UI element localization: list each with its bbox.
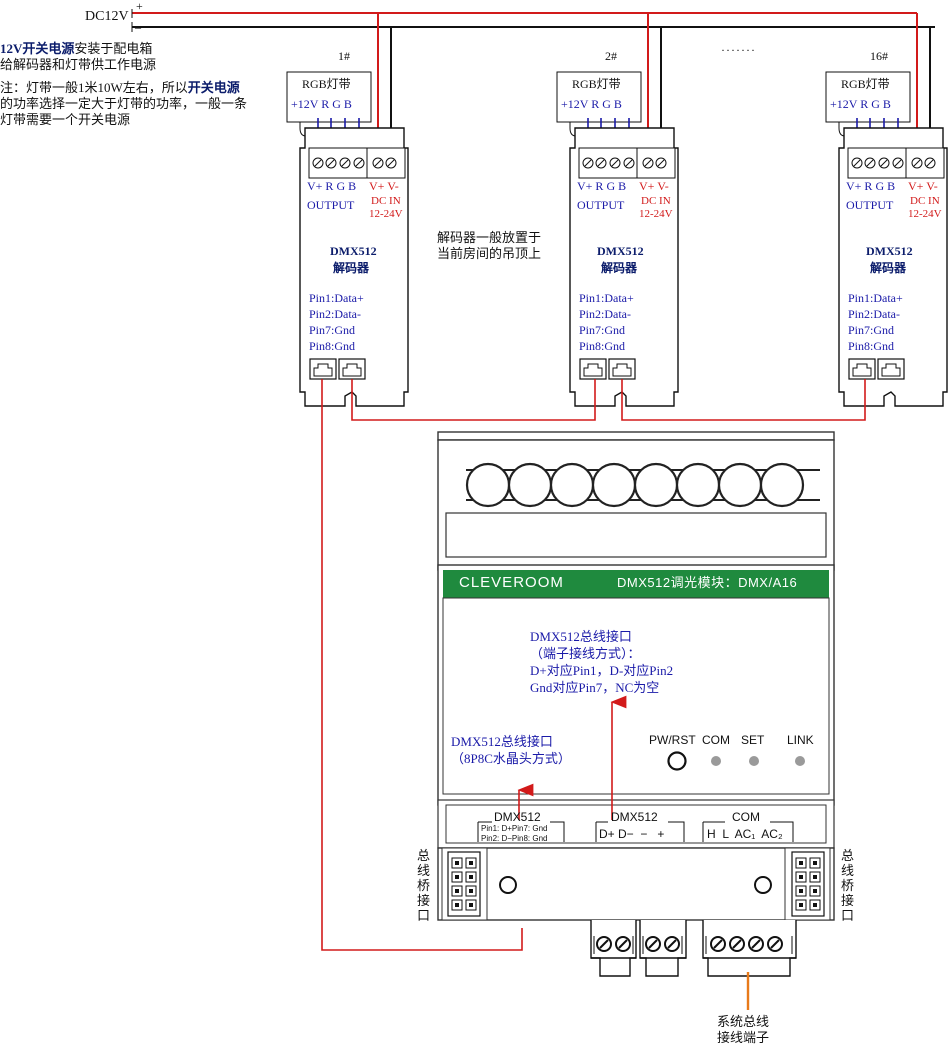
terminal-note-line2: 接线端子 [717,1030,770,1045]
rj-note-line2: （8P8C水晶头方式） [451,751,571,766]
power-note2-line3: 灯带需要一个开关电源 [0,112,131,127]
bridge-left-label: 总 线 桥 接 口 [417,848,430,923]
bus-note-line3: D+对应Pin1，D-对应Pin2 [530,663,674,678]
module-brand: CLEVEROOM [459,574,564,591]
bridge-left-char: 线 [417,863,431,878]
dcin-range: 12-24V [369,208,403,220]
pin7-label: Pin7:Gnd [309,323,356,337]
decoder-1 [286,71,409,407]
power-note-rest: 安装于配电箱 [74,41,153,56]
power-note2-line1: 注：灯带一般1米10W左右，所以开关电源 [0,80,240,96]
bus-note-line1: DMX512总线接口 [530,629,632,644]
bridge-right-label: 总 线 桥 接 口 [841,848,854,923]
port3-pins: H L AC₁ AC₂ [707,827,783,841]
port1-line2: Pin2: D−Pin8: Gnd [481,834,548,843]
pin2-label: Pin2:Data- [309,307,361,321]
decoder-2-number: 2# [605,49,617,63]
dcin-range: 12-24V [639,208,673,220]
pin8-label: Pin8:Gnd [848,339,895,353]
pin7-label: Pin7:Gnd [848,323,895,337]
bridge-left-char: 口 [417,908,431,923]
power-note2-bold: 开关电源 [187,80,240,95]
decoder-16-number: 16# [870,49,888,63]
decoder-model: DMX512 [866,244,913,258]
link-led-label: LINK [787,733,814,747]
port2-title: DMX512 [611,810,658,824]
bus-note-line4: Gnd对应Pin7，NC为空 [530,680,660,695]
output-pins: V+ R G B [846,179,896,193]
power-note2-line2: 的功率选择一定大于灯带的功率，一般一条 [0,96,248,111]
decoder-model: DMX512 [597,244,644,258]
dmx-module [437,431,835,977]
dcin-label: DC IN [910,195,940,207]
decoder-type: 解码器 [601,261,638,275]
power-plus: + [136,0,143,13]
placement-note-line2: 当前房间的吊顶上 [437,246,542,261]
decoder-16 [825,71,948,407]
output-label: OUTPUT [577,198,625,212]
power-note2-a: 注：灯带一般1米10W左右，所以 [0,80,188,95]
output-label: OUTPUT [846,198,894,212]
decoder-2 [556,71,679,407]
power-note-line2: 给解码器和灯带供工作电源 [0,57,157,72]
dcin-pins: V+ V- [639,179,669,193]
ellipsis-dots: ······· [721,43,756,57]
terminal-note-line1: 系统总线 [717,1014,770,1029]
bridge-right-char: 桥 [841,878,855,893]
rgb-pins: +12V R G B [561,97,622,111]
decoder-model: DMX512 [330,244,377,258]
output-pins: V+ R G B [307,179,357,193]
decoder-type: 解码器 [333,261,370,275]
bus-note-line2: （端子接线方式）： [530,646,641,661]
dmx-chain-wires [321,379,866,951]
rgb-strip-label: RGB灯带 [841,77,890,91]
rgb-pins: +12V R G B [291,97,352,111]
rgb-strip-label: RGB灯带 [302,77,351,91]
pin8-label: Pin8:Gnd [309,339,356,353]
bridge-left-char: 接 [417,893,431,908]
pin7-label: Pin7:Gnd [579,323,626,337]
set-led-label: SET [741,733,765,747]
com-led-label: COM [702,733,730,747]
port3-title: COM [732,810,760,824]
bridge-left-char: 总 [417,848,431,863]
bridge-right-char: 口 [841,908,855,923]
port1-line1: Pin1: D+Pin7: Gnd [481,824,548,833]
power-note-line1: 12V开关电源安装于配电箱 [0,41,153,57]
dcin-range: 12-24V [908,208,942,220]
power-note-bold: 12V开关电源 [0,41,75,56]
rj-note-line1: DMX512总线接口 [451,734,553,749]
module-title: DMX512调光模块：DMX/A16 [617,575,798,590]
pin2-label: Pin2:Data- [848,307,900,321]
bridge-right-char: 总 [841,848,855,863]
pin2-label: Pin2:Data- [579,307,631,321]
rgb-pins: +12V R G B [830,97,891,111]
dcin-label: DC IN [371,195,401,207]
power-label: DC12V [85,9,129,24]
output-pins: V+ R G B [577,179,627,193]
port1-title: DMX512 [494,810,541,824]
rgb-strip-label: RGB灯带 [572,77,621,91]
decoder-type: 解码器 [870,261,907,275]
pin1-label: Pin1:Data+ [309,291,364,305]
dcin-pins: V+ V- [908,179,938,193]
bridge-left-char: 桥 [417,878,431,893]
bridge-right-char: 线 [841,863,855,878]
pin1-label: Pin1:Data+ [579,291,634,305]
bridge-right-char: 接 [841,893,855,908]
placement-note-line1: 解码器一般放置于 [437,230,542,245]
dcin-pins: V+ V- [369,179,399,193]
output-label: OUTPUT [307,198,355,212]
dcin-label: DC IN [641,195,671,207]
pw-rst-label: PW/RST [649,733,696,747]
decoder-1-number: 1# [338,49,350,63]
port2-pins: D+ D− − + [599,827,665,841]
power-minus: _ [135,16,141,30]
pin8-label: Pin8:Gnd [579,339,626,353]
pin1-label: Pin1:Data+ [848,291,903,305]
